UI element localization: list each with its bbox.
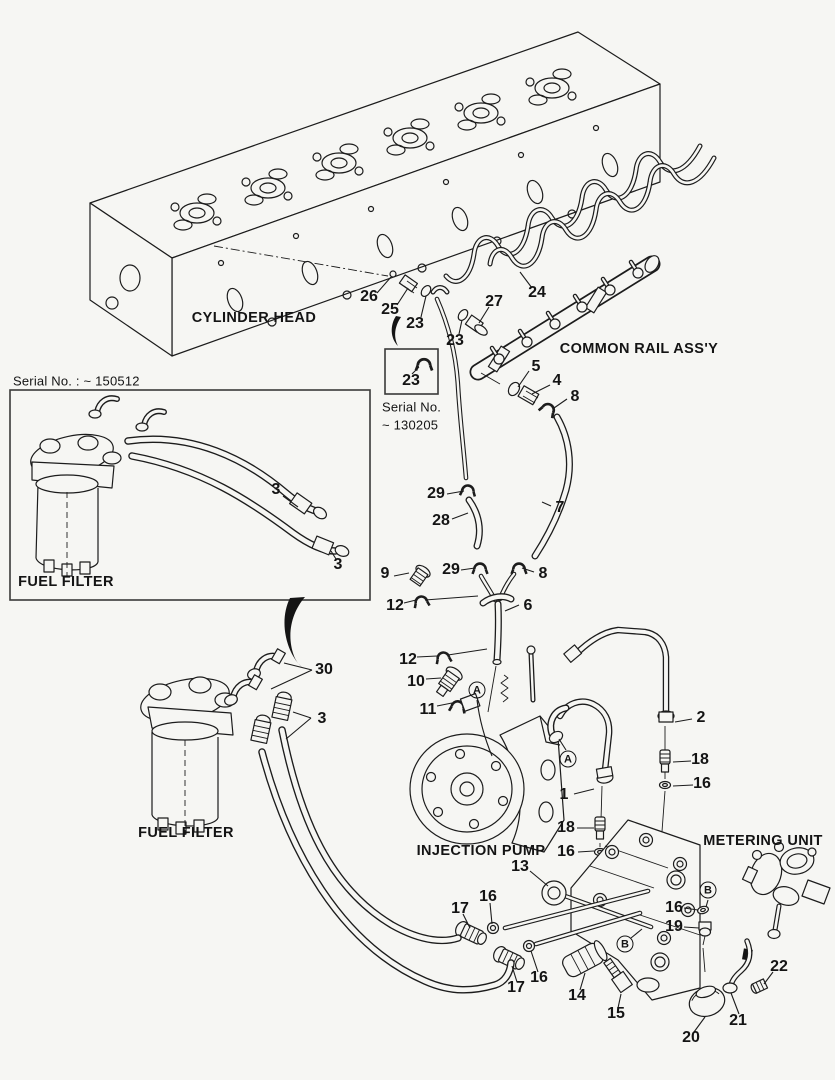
detail-marker-B: B [699,881,717,899]
part-callout-14: 14 [568,987,586,1004]
part-callout-13: 13 [511,858,529,875]
part-callout-9: 9 [380,565,390,582]
feed-pipes [547,630,675,887]
part-callout-7: 7 [555,499,565,516]
part-callout-6: 6 [523,597,533,614]
part-callout-5: 5 [531,358,541,375]
cylinder-head-drawing [89,31,661,357]
fuel-filter-bottom-drawing [140,648,511,990]
part-callout-30: 30 [315,661,333,678]
detail-marker-A: A [559,750,577,768]
metering-unit-label: METERING UNIT [703,833,823,849]
part-callout-16: 16 [665,899,683,916]
part-callout-23: 23 [402,372,420,389]
part-callout-18: 18 [691,751,709,768]
common-rail-label: COMMON RAIL ASS'Y [559,341,719,357]
part-callout-16: 16 [557,843,575,860]
part-callout-12: 12 [386,597,404,614]
part-callout-28: 28 [432,512,450,529]
part-callout-27: 27 [485,293,503,310]
part-callout-17: 17 [451,900,469,917]
common-rail-drawing [478,255,662,385]
metering-unit-drawing [688,841,831,1018]
leakoff-fittings [389,270,488,336]
part-callout-29: 29 [427,485,445,502]
mounting-bracket-drawing [505,819,701,1001]
pump-inlet-fittings [409,564,488,715]
clamp-detail-box [384,348,439,395]
leader-lines [270,271,774,1033]
detail-marker-A: A [468,681,486,699]
part-callout-23: 23 [406,315,424,332]
part-callout-20: 20 [682,1029,700,1046]
serial-note-130205-line1: Serial No. [382,399,442,415]
part-callout-4: 4 [552,372,562,389]
part-callout-18: 18 [557,819,575,836]
part-callout-16: 16 [693,775,711,792]
part-callout-19: 19 [665,918,683,935]
serial-note-150512: Serial No. : ~ 150512 [13,373,140,389]
part-callout-10: 10 [407,673,425,690]
part-callout-15: 15 [607,1005,625,1022]
part-callout-26: 26 [360,288,378,305]
part-callout-12: 12 [399,651,417,668]
injection-pump-drawing [409,645,565,853]
injection-pump-label: INJECTION PUMP [416,843,546,859]
part-callout-3: 3 [333,556,343,573]
fuel-filter-top-label: FUEL FILTER [18,574,114,590]
detail-marker-B: B [616,935,634,953]
rail-end-fittings [507,381,559,420]
part-callout-1: 1 [559,786,569,803]
middle-pipes [437,299,569,713]
fuel-filter-variant-box [9,389,371,601]
hose-end-fittings [452,918,633,994]
part-callout-2: 2 [696,709,706,726]
part-callout-24: 24 [528,284,546,301]
part-callout-8: 8 [538,565,548,582]
serial-note-130205-line2: ~ 130205 [382,417,439,433]
part-callout-11: 11 [419,701,437,718]
part-callout-23: 23 [446,332,464,349]
fuel-filter-bottom-label: FUEL FILTER [138,825,234,841]
part-callout-17: 17 [507,979,525,996]
part-callout-8: 8 [570,388,580,405]
part-callout-16: 16 [530,969,548,986]
part-callout-29: 29 [442,561,460,578]
part-callout-16: 16 [479,888,497,905]
part-callout-3: 3 [271,481,281,498]
replacement-arrow [284,597,305,668]
fuel-filter-top-drawing [30,398,350,577]
detail-arrow [391,316,401,346]
part-callout-22: 22 [770,958,788,975]
cylinder-head-label: CYLINDER HEAD [191,310,317,326]
part-callout-21: 21 [729,1012,747,1029]
part-callout-25: 25 [381,301,399,318]
part-callout-3: 3 [317,710,327,727]
